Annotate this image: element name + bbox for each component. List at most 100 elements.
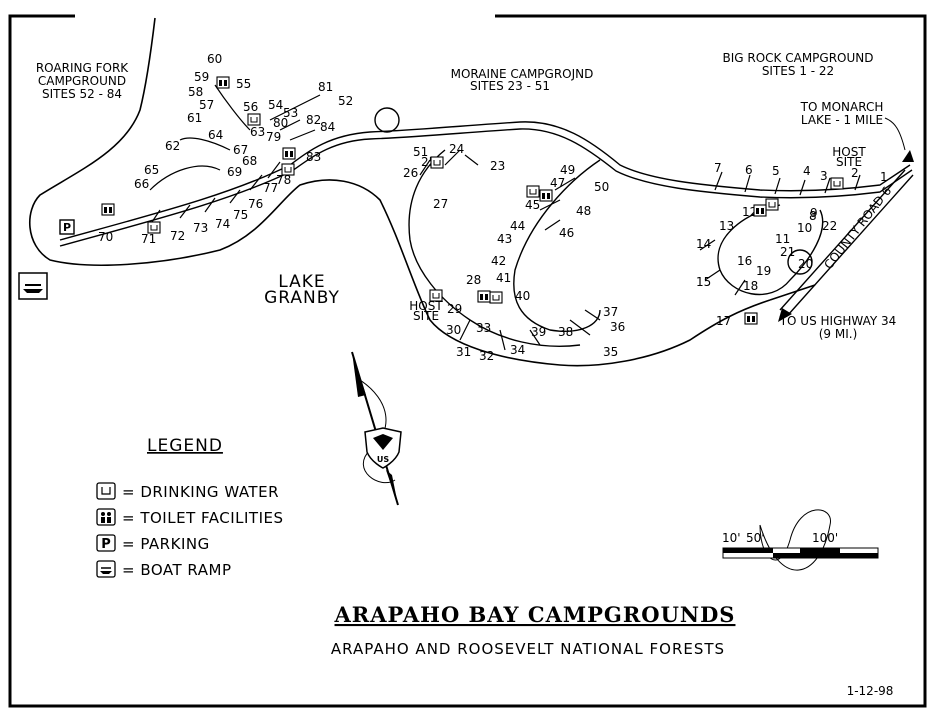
site-number: 56 [243, 100, 258, 114]
site-number: 27 [433, 197, 448, 211]
highway-line2: (9 MI.) [819, 327, 858, 341]
drinking-water-icon [430, 156, 444, 169]
site-number: 48 [576, 204, 591, 218]
site-number: 59 [194, 70, 209, 84]
site-number: 24 [449, 142, 464, 156]
turnaround-loop [374, 107, 400, 133]
scale-bar [722, 509, 879, 571]
host-site-moraine-1: HOST [409, 299, 443, 313]
site-number: 13 [719, 219, 734, 233]
site-number: 58 [188, 85, 203, 99]
site-number: 3 [820, 169, 828, 183]
site-number: 78 [276, 173, 291, 187]
host-site-bigrock-1: HOST [832, 145, 866, 159]
scale-label-50: 50' [746, 531, 765, 545]
arrow-north [902, 150, 914, 162]
site-number: 77 [263, 181, 278, 195]
site-number: 79 [266, 130, 281, 144]
map-date: 1-12-98 [847, 684, 894, 698]
legend-toilet-icon [96, 508, 116, 526]
roaring-fork-line2: CAMPGROUND [38, 74, 126, 88]
site-number: 40 [515, 289, 530, 303]
moraine-sites: SITES 23 - 51 [470, 79, 550, 93]
legend-parking-label: = PARKING [122, 535, 210, 553]
site-number: 33 [476, 321, 491, 335]
drinking-water-icon [489, 291, 503, 304]
moraine-name: MORAINE CAMPGROJND [451, 67, 594, 81]
site-number: 28 [466, 273, 481, 287]
drinking-water-icon [247, 113, 261, 126]
site-number: 82 [306, 113, 321, 127]
site-number: 4 [803, 164, 811, 178]
drinking-water-icon [429, 289, 443, 302]
roaring-fork-name: ROARING FORK [36, 61, 129, 75]
svg-text:P: P [101, 537, 111, 552]
site-number: 8 [809, 209, 817, 223]
site-number: 69 [227, 165, 242, 179]
site-number: 45 [525, 198, 540, 212]
legend-drinking-water-label: = DRINKING WATER [122, 483, 279, 501]
site-number: 64 [208, 128, 223, 142]
svg-text:P: P [63, 221, 71, 234]
site-number: 70 [98, 230, 113, 244]
toilet-icon [477, 290, 491, 303]
boat-ramp-icon [18, 272, 48, 300]
legend-boat-ramp-icon [96, 560, 116, 578]
roaring-fork-sites: SITES 52 - 84 [42, 87, 122, 101]
site-number: 11 [775, 232, 790, 246]
big-rock-turnaround [787, 249, 813, 275]
site-number: 61 [187, 111, 202, 125]
site-number: 1 [880, 170, 888, 184]
big-rock-sites: SITES 1 - 22 [762, 64, 834, 78]
site-number: 31 [456, 345, 471, 359]
lake-label-2: GRANBY [264, 288, 340, 308]
site-number: 72 [170, 229, 185, 243]
site-number: 52 [338, 94, 353, 108]
site-number: 15 [696, 275, 711, 289]
site-number: 60 [207, 52, 222, 66]
site-number: 43 [497, 232, 512, 246]
site-number: 51 [413, 145, 428, 159]
site-number: 32 [479, 349, 494, 363]
site-number: 9 [810, 206, 818, 220]
site-number: 41 [496, 271, 511, 285]
roaring-fork-spurs [149, 84, 321, 226]
site-number: 44 [510, 219, 525, 233]
site-number: 73 [193, 221, 208, 235]
host-site-moraine-2: SITE [413, 309, 439, 323]
site-number: 42 [491, 254, 506, 268]
drinking-water-icon [147, 221, 161, 234]
site-number: 21 [780, 245, 795, 259]
arrow-south [778, 308, 792, 322]
site-number: 46 [559, 226, 574, 240]
site-number: 76 [248, 197, 263, 211]
site-number: 10 [797, 221, 812, 235]
site-number: 26 [403, 166, 418, 180]
map-facility-icons [101, 76, 844, 325]
site-number: 37 [603, 305, 618, 319]
site-number: 6 [745, 163, 753, 177]
svg-text:US: US [377, 455, 389, 464]
moraine-spurs [419, 149, 601, 351]
site-number: 7 [714, 161, 722, 175]
host-site-bigrock-2: SITE [836, 155, 862, 169]
site-number: 71 [141, 232, 156, 246]
site-number: 17 [716, 314, 731, 328]
legend-toilet-label: = TOILET FACILITIES [122, 509, 284, 527]
forest-service-shield-icon: US [364, 427, 402, 469]
site-number: 20 [798, 257, 813, 271]
site-number: 36 [610, 320, 625, 334]
toilet-icon [216, 76, 230, 89]
drinking-water-icon [281, 163, 295, 176]
site-number: 63 [250, 125, 265, 139]
shoreline [29, 17, 771, 367]
big-rock-spurs [699, 171, 861, 296]
moraine-road [408, 149, 581, 347]
site-number: 30 [446, 323, 461, 337]
legend-parking-icon: P [96, 534, 116, 552]
scale-label-10: 10' [722, 531, 741, 545]
main-road-edge [59, 128, 913, 247]
site-number: 55 [236, 77, 251, 91]
north-arrow-icon [351, 351, 399, 506]
